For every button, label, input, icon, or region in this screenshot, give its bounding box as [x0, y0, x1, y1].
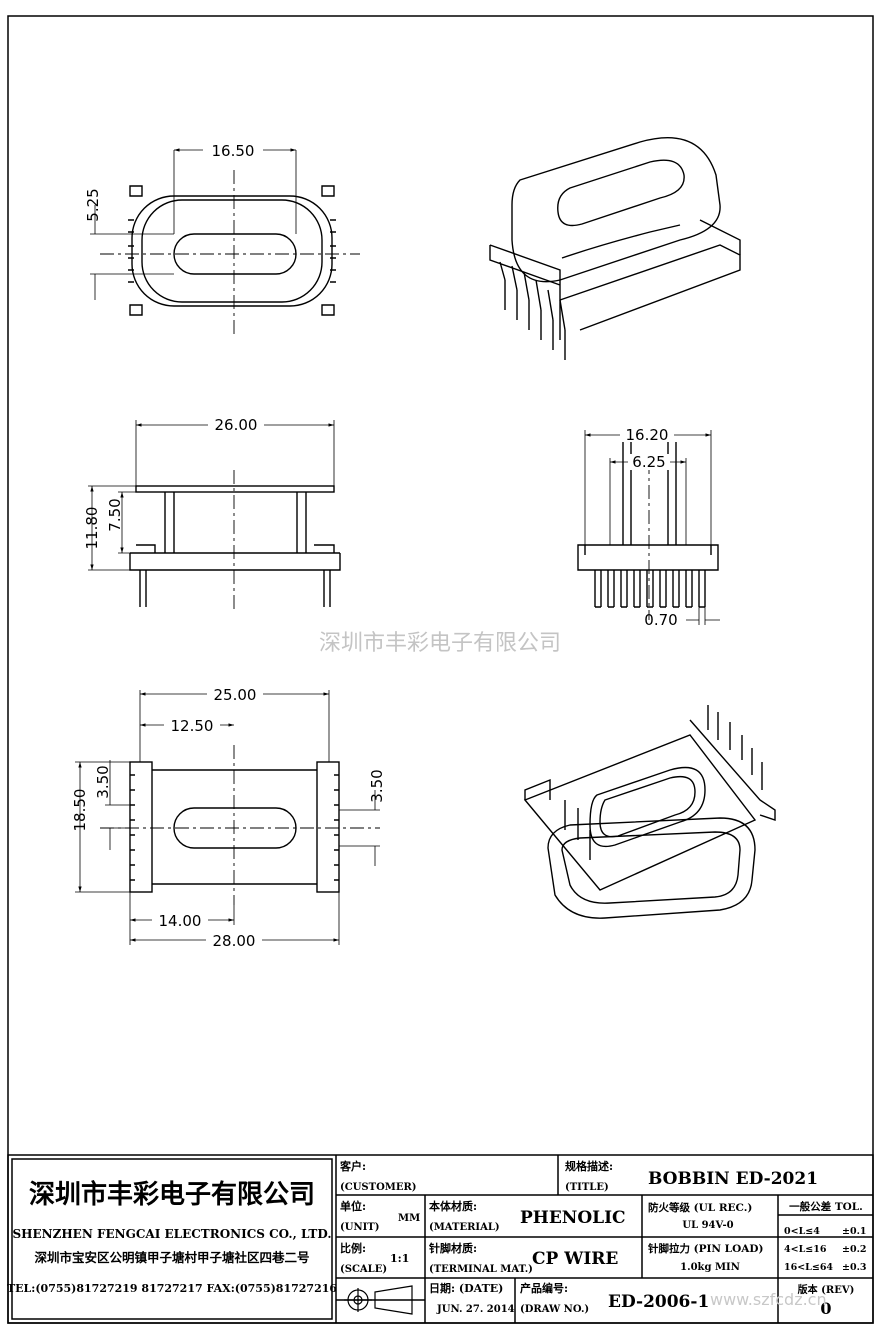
material-label-cn: 本体材质:: [429, 1199, 477, 1213]
isometric-top-view: [489, 137, 741, 360]
scale-value: 1:1: [390, 1252, 409, 1265]
revision-label: 版本 (REV): [798, 1283, 855, 1296]
pin-load-label: 针脚拉力 (PIN LOAD): [647, 1242, 763, 1255]
flame-rating-value: UL 94V-0: [682, 1220, 733, 1231]
tol-value-1: ±0.1: [842, 1226, 867, 1237]
pin-load-value: 1.0kg MIN: [680, 1262, 740, 1273]
dim-pin-pitch-right: 3.50: [368, 769, 386, 802]
dim-top-width: 16.50: [212, 142, 255, 160]
title-value: BOBBIN ED-2021: [648, 1169, 818, 1189]
terminal-value: CP WIRE: [532, 1249, 618, 1269]
bottom-view: [75, 690, 380, 945]
side-view: [577, 430, 720, 625]
dim-front-width: 26.00: [215, 416, 258, 434]
company-contact: TEL:(0755)81727219 81727217 FAX:(0755)81…: [7, 1282, 337, 1295]
watermark: 深圳市丰彩电子有限公司: [319, 631, 561, 656]
title-label-cn: 规格描述:: [565, 1159, 613, 1173]
dim-pin-width: 0.70: [644, 611, 677, 629]
dim-front-core: 7.50: [106, 498, 124, 531]
terminal-label-en: (TERMINAL MAT.): [429, 1264, 533, 1275]
top-view: [90, 148, 360, 335]
projection-symbol-icon: [344, 1285, 413, 1315]
scale-label-cn: 比例:: [340, 1241, 366, 1255]
dim-bottom-half: 12.50: [171, 717, 214, 735]
tol-range-2: 4<L≤16: [784, 1244, 827, 1255]
dim-pin-pitch-left: 3.50: [94, 765, 112, 798]
isometric-bottom-view: [523, 705, 776, 919]
drawno-label-en: (DRAW NO.): [520, 1304, 589, 1315]
company-name-cn: 深圳市丰彩电子有限公司: [29, 1179, 315, 1210]
company-name-en: SHENZHEN FENGCAI ELECTRONICS CO., LTD.: [12, 1227, 331, 1241]
watermark-url: www.szfcdz.cn: [710, 1290, 827, 1309]
dim-top-slot: 5.25: [84, 188, 102, 221]
tol-value-3: ±0.3: [842, 1262, 867, 1273]
dim-side-core: 6.25: [632, 453, 665, 471]
dim-side-width: 16.20: [626, 426, 669, 444]
dim-bottom-width: 25.00: [214, 686, 257, 704]
title-label-en: (TITLE): [565, 1182, 609, 1193]
unit-value: MM: [398, 1213, 420, 1224]
dim-bottom-pin-half: 14.00: [159, 912, 202, 930]
drawing-border: [7, 15, 874, 1324]
material-value: PHENOLIC: [520, 1208, 626, 1228]
title-block: [7, 1154, 874, 1324]
unit-label-en: (UNIT): [340, 1222, 379, 1233]
front-view: [88, 420, 341, 610]
dim-front-height: 11.80: [83, 507, 101, 550]
drawno-value: ED-2006-1: [608, 1292, 709, 1312]
tol-range-3: 16<L≤64: [784, 1262, 833, 1273]
date-value: JUN. 27. 2014: [436, 1304, 515, 1315]
dim-bottom-overall: 28.00: [213, 932, 256, 950]
tolerance-title: 一般公差 TOL.: [789, 1200, 863, 1213]
tol-value-2: ±0.2: [842, 1244, 867, 1255]
unit-label-cn: 单位:: [340, 1199, 366, 1213]
dim-bottom-depth: 18.50: [71, 789, 89, 832]
flame-rating-label: 防火等级 (UL REC.): [648, 1201, 752, 1214]
customer-label-en: (CUSTOMER): [340, 1182, 417, 1193]
terminal-label-cn: 针脚材质:: [429, 1241, 477, 1255]
drawno-label-cn: 产品编号:: [520, 1281, 568, 1295]
company-address: 深圳市宝安区公明镇甲子塘村甲子塘社区四巷二号: [34, 1250, 309, 1265]
customer-label-cn: 客户:: [339, 1159, 366, 1173]
tol-range-1: 0<L≤4: [784, 1226, 820, 1237]
material-label-en: (MATERIAL): [429, 1222, 500, 1233]
scale-label-en: (SCALE): [340, 1264, 387, 1275]
revision-value: 0: [820, 1299, 831, 1318]
date-label: 日期: (DATE): [429, 1281, 503, 1295]
